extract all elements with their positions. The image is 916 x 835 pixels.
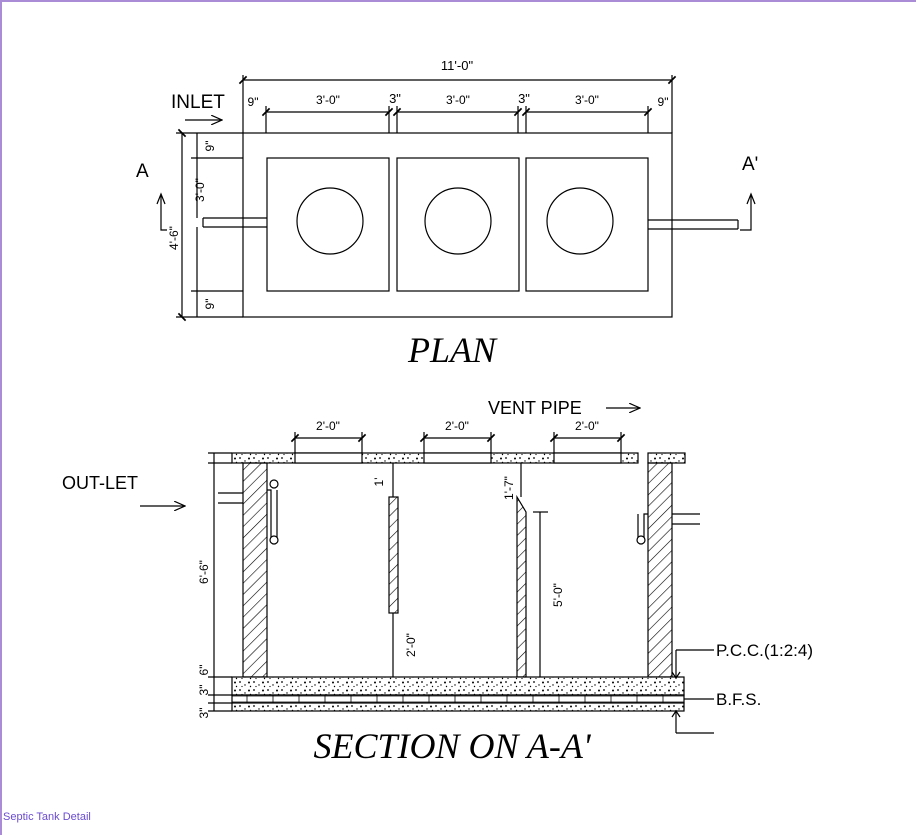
- pcc-label: P.C.C.(1:2:4): [716, 641, 813, 660]
- plan-dim-wall-right: 9": [658, 95, 669, 109]
- plan-dim-overall: 11'-0": [441, 58, 474, 73]
- plan-dim-wall-bottom: 9": [203, 299, 217, 310]
- plan-dim-chamber1: 3'-0": [316, 93, 340, 107]
- plan-dim-wall-top: 9": [203, 141, 217, 152]
- section-labels: VENT PIPE 2'-0" 2'-0" 2'-0" OUT-LET 6'-6…: [62, 398, 813, 766]
- section-view: [140, 408, 714, 734]
- plan-dim-inner-width: 3'-0": [193, 178, 207, 202]
- inlet-label: INLET: [171, 92, 225, 113]
- section-dim-bfs: 3": [197, 708, 211, 719]
- plan-title: PLAN: [407, 330, 498, 370]
- plan-dim-wall-left: 9": [248, 95, 259, 109]
- baffle2-top-dim: 1'-7": [502, 476, 516, 500]
- bfs-label: B.F.S.: [716, 690, 761, 709]
- baffle1-gap-dim: 2'-0": [404, 633, 418, 657]
- section-marker-right: A': [742, 154, 758, 175]
- plan-view: [156, 75, 756, 322]
- footer-label: Septic Tank Detail: [3, 811, 91, 823]
- plan-dim-width-total: 4'-6": [167, 226, 181, 250]
- plan-labels: 11'-0" INLET 9" 3'-0" 3" 3'-0" 3" 3'-0" …: [136, 58, 758, 370]
- vent-pipe-label: VENT PIPE: [488, 398, 582, 418]
- section-dim-depth: 6'-6": [197, 560, 211, 584]
- cover-dim-2: 2'-0": [445, 419, 469, 433]
- outlet-label: OUT-LET: [62, 473, 138, 493]
- plan-dim-partition1: 3": [389, 91, 401, 106]
- section-title: SECTION ON A-A': [313, 726, 591, 766]
- section-marker-left: A: [136, 161, 149, 182]
- plan-dim-chamber2: 3'-0": [446, 93, 470, 107]
- plan-dim-partition2: 3": [518, 91, 530, 106]
- cover-dim-3: 2'-0": [575, 419, 599, 433]
- baffle2-len-dim: 5'-0": [551, 583, 565, 607]
- cover-dim-1: 2'-0": [316, 419, 340, 433]
- plan-dim-chamber3: 3'-0": [575, 93, 599, 107]
- baffle1-top-dim: 1': [372, 478, 386, 487]
- section-dim-pcc: 3": [197, 685, 211, 696]
- section-dim-slab: 6": [197, 665, 211, 676]
